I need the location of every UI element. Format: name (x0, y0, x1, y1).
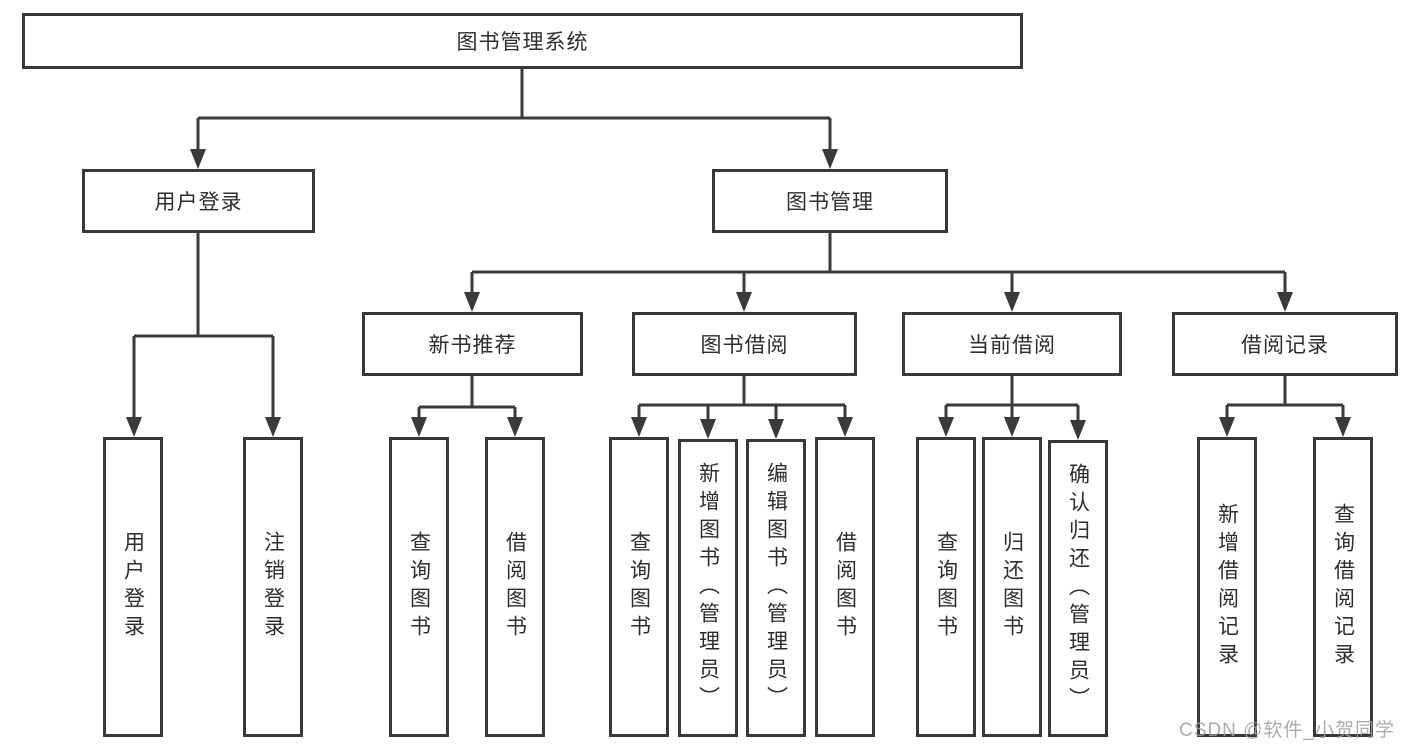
leaf-edit-book-admin-label: 编辑图书（管理员） (764, 462, 788, 714)
leaf-add-borrow-record: 新增借阅记录 (1197, 437, 1257, 737)
leaf-borrow-book-1-label: 借阅图书 (503, 531, 527, 643)
leaf-logout: 注销登录 (243, 437, 303, 737)
leaf-return-book-label: 归还图书 (1000, 531, 1024, 643)
node-library-system: 图书管理系统 (22, 13, 1023, 69)
node-user-login-group: 用户登录 (82, 169, 315, 233)
node-user-login-group-label: 用户登录 (154, 191, 243, 214)
node-borrow-record-label: 借阅记录 (1241, 334, 1329, 357)
node-book-management: 图书管理 (712, 169, 948, 233)
node-book-borrow-label: 图书借阅 (700, 334, 789, 357)
node-book-management-label: 图书管理 (786, 191, 874, 214)
leaf-confirm-return-admin: 确认归还（管理员） (1048, 440, 1108, 737)
node-borrow-record: 借阅记录 (1172, 312, 1398, 376)
leaf-logout-label: 注销登录 (261, 531, 285, 643)
leaf-borrow-book-2: 借阅图书 (815, 437, 875, 737)
leaf-add-book-admin-label: 新增图书（管理员） (696, 462, 720, 714)
leaf-query-book-2: 查询图书 (609, 437, 669, 737)
leaf-query-book-3-label: 查询图书 (934, 531, 958, 643)
leaf-add-borrow-record-label: 新增借阅记录 (1215, 503, 1239, 671)
node-current-borrow-label: 当前借阅 (968, 334, 1056, 357)
leaf-query-borrow-record-label: 查询借阅记录 (1331, 503, 1355, 671)
leaf-borrow-book-1: 借阅图书 (485, 437, 545, 737)
node-new-book-recommend: 新书推荐 (362, 312, 583, 376)
node-new-book-recommend-label: 新书推荐 (428, 334, 517, 357)
node-current-borrow: 当前借阅 (902, 312, 1122, 376)
node-library-system-label: 图书管理系统 (456, 31, 589, 54)
leaf-add-book-admin: 新增图书（管理员） (678, 439, 738, 737)
leaf-user-login-label: 用户登录 (121, 531, 145, 643)
leaf-query-borrow-record: 查询借阅记录 (1313, 437, 1373, 737)
leaf-query-book-2-label: 查询图书 (627, 531, 651, 643)
leaf-borrow-book-2-label: 借阅图书 (833, 531, 857, 643)
leaf-query-book-1: 查询图书 (389, 437, 449, 737)
leaf-query-book-3: 查询图书 (916, 437, 976, 737)
leaf-return-book: 归还图书 (982, 437, 1042, 737)
leaf-edit-book-admin: 编辑图书（管理员） (746, 439, 806, 737)
leaf-user-login: 用户登录 (103, 437, 163, 737)
node-book-borrow: 图书借阅 (632, 312, 857, 376)
leaf-confirm-return-admin-label: 确认归还（管理员） (1066, 462, 1090, 715)
leaf-query-book-1-label: 查询图书 (407, 531, 431, 643)
